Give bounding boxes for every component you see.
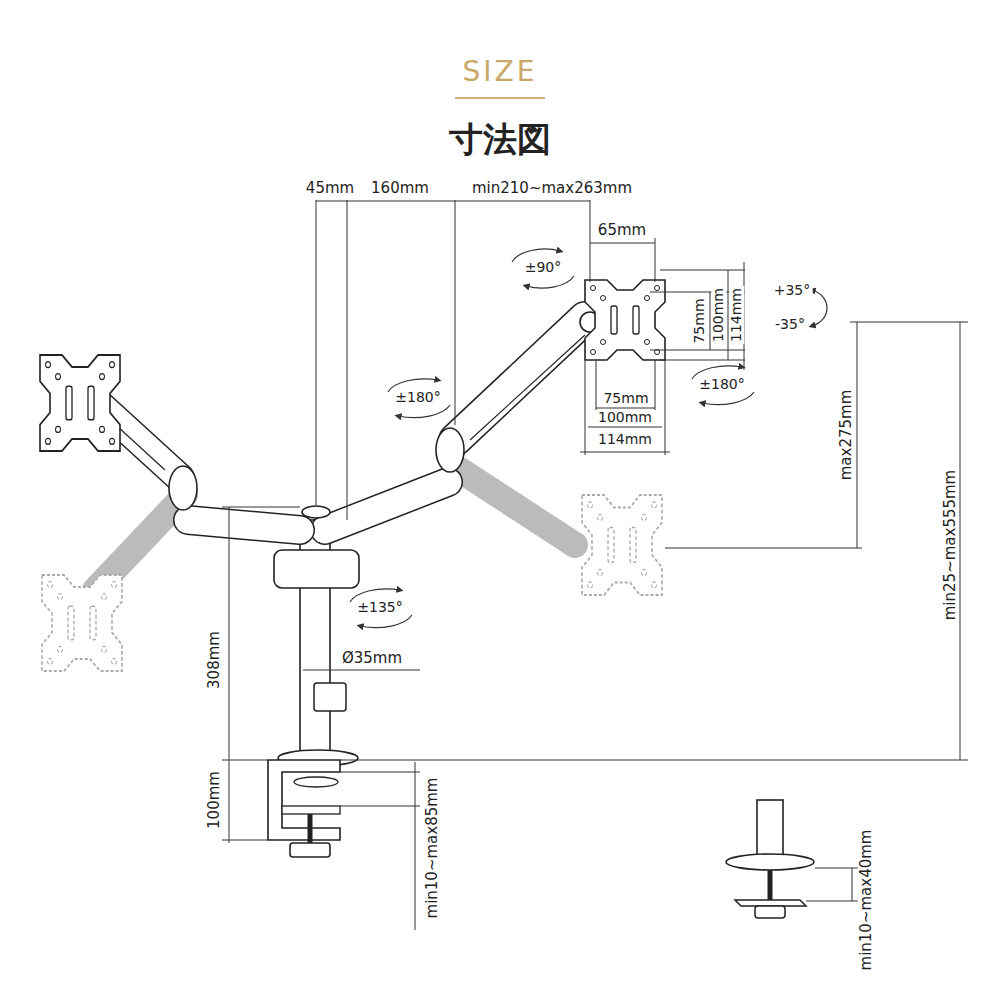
dimension: min210~max263mm — [470, 180, 634, 197]
dimension: 100mm — [596, 410, 654, 425]
dimension: 114mm — [596, 432, 654, 447]
heading: SIZE — [461, 57, 540, 88]
dimension: 100mm — [206, 769, 223, 831]
subheading: 寸法図 — [447, 121, 553, 158]
dimension: min25~max555mm — [942, 468, 959, 622]
rotation-label: ±180° — [697, 377, 746, 392]
rotation-label: ±135° — [355, 600, 404, 615]
rotation-label: ±180° — [393, 390, 442, 405]
dimension: min10~max85mm — [424, 776, 441, 921]
dimension: 100mm — [711, 286, 726, 344]
rotation-label: ±90° — [523, 260, 564, 275]
dimension: Ø35mm — [340, 650, 404, 667]
dimension: max275mm — [838, 388, 855, 483]
dimension: 308mm — [206, 629, 223, 691]
dimension: 75mm — [692, 296, 707, 345]
dimension: 75mm — [601, 391, 650, 406]
rotation-label: +35° — [772, 283, 813, 298]
dimension: 65mm — [596, 222, 648, 239]
dimension: 114mm — [729, 286, 744, 344]
dimension: 45mm — [304, 180, 356, 197]
dimension: 160mm — [369, 180, 431, 197]
rotation-label: -35° — [773, 317, 807, 332]
dimension: min10~max40mm — [858, 828, 875, 973]
